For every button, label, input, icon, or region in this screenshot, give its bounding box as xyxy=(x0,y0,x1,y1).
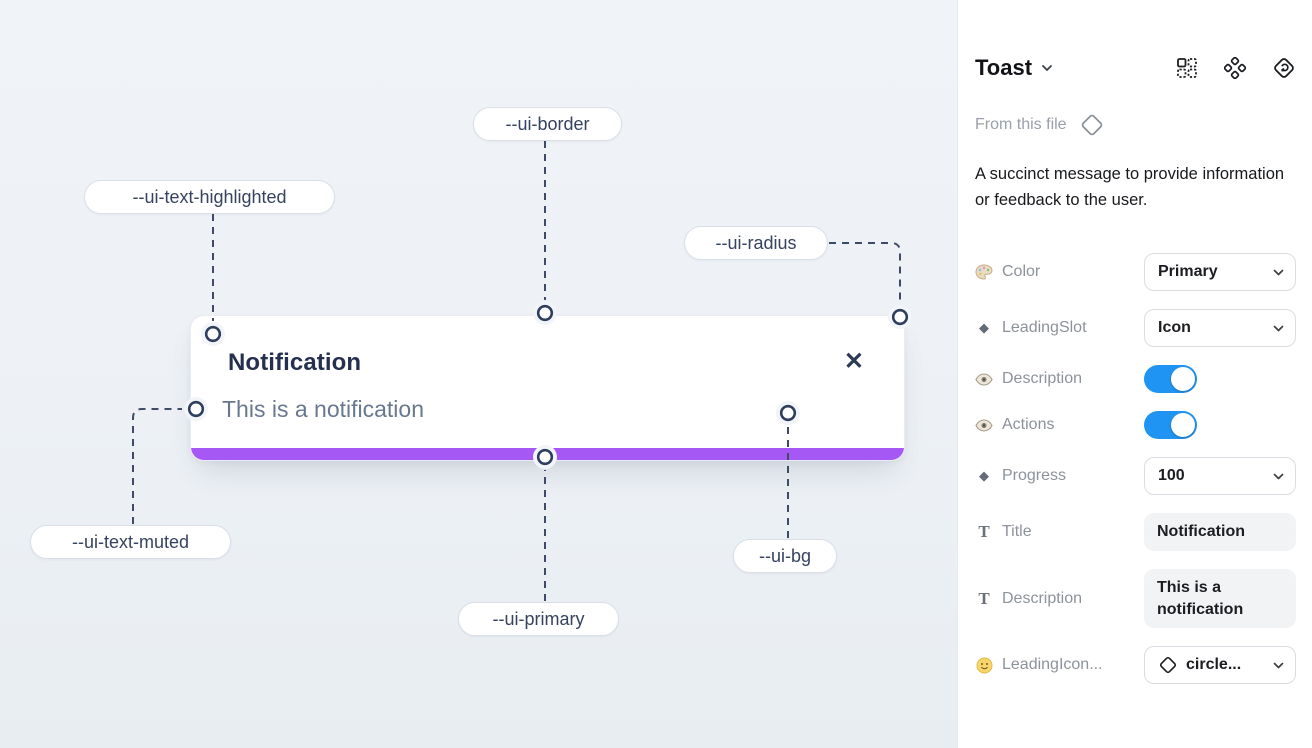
toggle-knob xyxy=(1171,413,1195,438)
properties-panel: Toast xyxy=(957,0,1312,748)
chevron-down-icon xyxy=(1273,325,1284,331)
prop-row-color: Color Primary xyxy=(975,253,1296,292)
panel-header: Toast xyxy=(975,55,1296,81)
leadingslot-select[interactable]: Icon xyxy=(1144,309,1296,348)
prop-label: Description xyxy=(1002,370,1083,388)
prop-label: LeadingSlot xyxy=(1002,319,1087,337)
prop-label: Color xyxy=(1002,263,1041,281)
token-pill-ui-primary: --ui-primary xyxy=(458,602,619,636)
toast-title: Notification xyxy=(228,349,362,376)
toggle-knob xyxy=(1171,367,1195,392)
prop-label: Progress xyxy=(1002,467,1067,485)
close-icon[interactable]: ✕ xyxy=(843,348,864,375)
token-pill-ui-radius: --ui-radius xyxy=(684,226,828,260)
toast-description: This is a notification xyxy=(222,396,424,422)
token-pill-ui-text-muted: --ui-text-muted xyxy=(30,525,231,559)
chevron-down-icon xyxy=(1273,662,1284,669)
token-pill-ui-text-highlighted: --ui-text-highlighted xyxy=(84,180,335,214)
text-icon: T xyxy=(978,588,990,608)
component-grid-icon[interactable] xyxy=(1176,57,1198,79)
property-rows: Color Primary ◆ LeadingSlot Icon xyxy=(975,253,1296,685)
smiley-icon xyxy=(975,657,993,674)
prop-row-actions-toggle: Actions xyxy=(975,411,1296,440)
connector-ui-radius xyxy=(829,242,901,304)
variants-icon[interactable] xyxy=(1224,57,1246,79)
diamond-swap-icon[interactable] xyxy=(1272,56,1296,80)
component-title[interactable]: Toast xyxy=(975,55,1033,80)
source-label: From this file xyxy=(975,116,1067,133)
prop-label: Actions xyxy=(1002,416,1055,434)
description-input[interactable]: This is a notification xyxy=(1144,569,1296,629)
chevron-down-icon[interactable] xyxy=(1041,64,1053,72)
leadingicon-select[interactable]: circle... xyxy=(1144,646,1296,685)
prop-row-leadingslot: ◆ LeadingSlot Icon xyxy=(975,309,1296,348)
component-description: A succinct message to provide informatio… xyxy=(975,165,1285,209)
prop-row-progress: ◆ Progress 100 xyxy=(975,457,1296,496)
eye-icon xyxy=(975,373,993,386)
prop-row-description-toggle: Description xyxy=(975,365,1296,394)
title-input[interactable]: Notification xyxy=(1144,513,1296,552)
actions-toggle[interactable] xyxy=(1144,411,1197,440)
toast-progress-bar xyxy=(191,448,904,460)
color-select[interactable]: Primary xyxy=(1144,253,1296,292)
prop-row-description-text: T Description This is a notification xyxy=(975,569,1296,629)
diamond-icon: ◆ xyxy=(979,468,989,484)
diamond-icon: ◆ xyxy=(979,320,989,336)
select-value: 100 xyxy=(1158,467,1185,485)
source-row: From this file xyxy=(975,112,1296,138)
prop-row-title: T Title Notification xyxy=(975,513,1296,552)
select-value: Icon xyxy=(1158,319,1191,337)
design-canvas[interactable]: Notification This is a notification ✕ xyxy=(0,0,957,748)
token-pill-ui-border: --ui-border xyxy=(473,107,622,141)
connector-ui-text-muted xyxy=(132,408,182,524)
chevron-down-icon xyxy=(1273,269,1284,275)
palette-icon xyxy=(975,264,993,281)
prop-label: LeadingIcon... xyxy=(1002,656,1103,674)
eye-icon xyxy=(975,419,993,432)
prop-row-leadingicon: LeadingIcon... circle... xyxy=(975,646,1296,685)
text-icon: T xyxy=(978,522,990,542)
select-value: circle... xyxy=(1186,656,1242,674)
select-value: Primary xyxy=(1158,263,1218,281)
chevron-down-icon xyxy=(1273,473,1284,479)
header-icon-group xyxy=(1176,56,1296,80)
diamond-outline-icon xyxy=(1158,655,1178,675)
prop-label: Description xyxy=(1002,589,1083,607)
toast-component[interactable]: Notification This is a notification ✕ xyxy=(190,315,905,461)
token-pill-ui-bg: --ui-bg xyxy=(733,539,837,573)
progress-select[interactable]: 100 xyxy=(1144,457,1296,496)
diamond-outline-icon xyxy=(1079,112,1105,138)
description-toggle[interactable] xyxy=(1144,365,1197,394)
prop-label: Title xyxy=(1002,523,1032,541)
